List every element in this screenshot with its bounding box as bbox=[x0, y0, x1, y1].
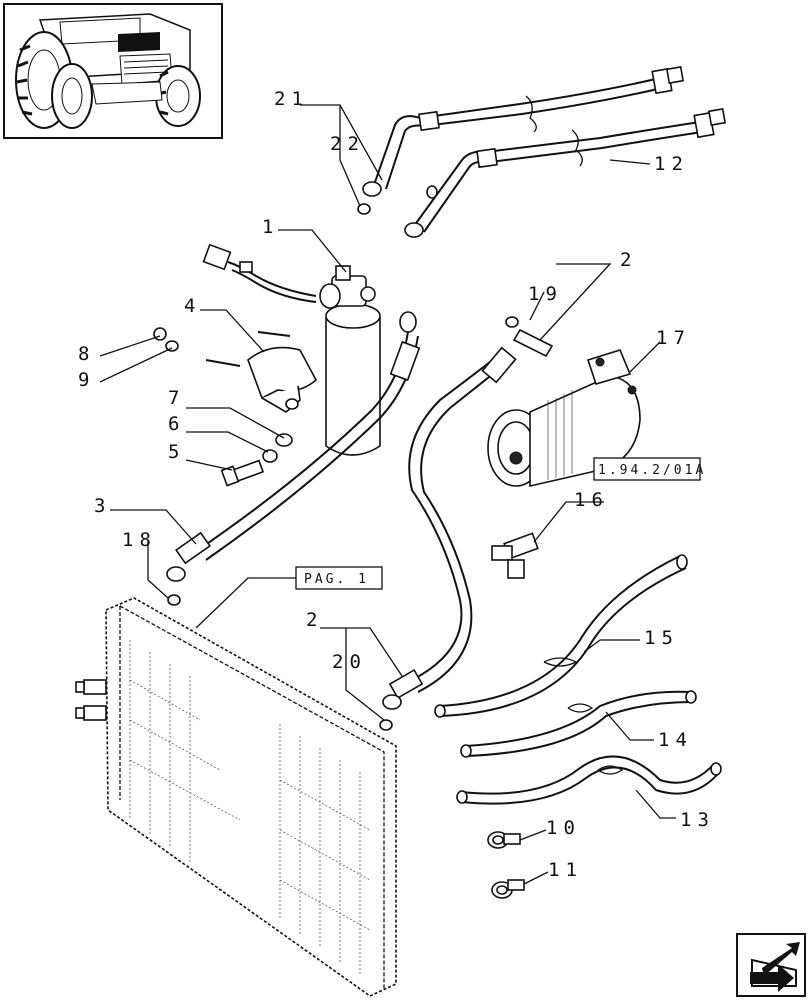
callout-4: 4 bbox=[184, 295, 201, 317]
tractor-thumbnail-icon[interactable] bbox=[3, 3, 223, 139]
next-page-arrow-icon[interactable] bbox=[736, 933, 806, 997]
callout-1: 1 bbox=[262, 216, 279, 238]
leader-lines bbox=[99, 104, 676, 885]
callout-19: 19 bbox=[528, 283, 563, 305]
callout-13: 13 bbox=[680, 809, 715, 831]
callout-18: 18 bbox=[122, 529, 157, 551]
callout-17: 17 bbox=[656, 327, 691, 349]
callout-14: 14 bbox=[658, 729, 693, 751]
callout-22: 22 bbox=[330, 133, 365, 155]
callout-3: 3 bbox=[94, 495, 111, 517]
callout-9: 9 bbox=[78, 369, 95, 391]
callout-15: 15 bbox=[644, 627, 679, 649]
drain-hoses bbox=[434, 554, 722, 805]
callout-7: 7 bbox=[168, 387, 185, 409]
hose-3 bbox=[166, 311, 421, 606]
callout-5: 5 bbox=[168, 441, 185, 463]
callout-2-bottom: 2 bbox=[306, 609, 323, 631]
callout-16: 16 bbox=[574, 489, 609, 511]
callout-21: 21 bbox=[274, 88, 309, 110]
reference-pag-box[interactable]: PAG. 1 bbox=[295, 566, 383, 590]
hose-clamps bbox=[487, 831, 525, 899]
callout-12: 12 bbox=[654, 153, 689, 175]
callout-20: 20 bbox=[332, 651, 367, 673]
condenser bbox=[75, 597, 397, 997]
callout-2-top: 2 bbox=[620, 249, 637, 271]
reference-compressor-label: 1.94.2/01A bbox=[598, 463, 706, 478]
callout-8: 8 bbox=[78, 343, 95, 365]
reference-pag-label: PAG. 1 bbox=[304, 572, 369, 587]
reference-compressor-box[interactable]: 1.94.2/01A bbox=[593, 457, 706, 481]
hose-2 bbox=[379, 316, 554, 731]
mounting-bracket bbox=[153, 327, 318, 487]
callout-6: 6 bbox=[168, 413, 185, 435]
callouts: 21 22 12 1 2 19 17 4 8 9 7 6 5 3 18 16 2… bbox=[78, 88, 715, 881]
callout-10: 10 bbox=[546, 817, 581, 839]
callout-11: 11 bbox=[548, 859, 583, 881]
receiver-drier bbox=[202, 243, 381, 456]
hose-assembly-top bbox=[357, 65, 727, 238]
fitting-16 bbox=[491, 532, 539, 579]
